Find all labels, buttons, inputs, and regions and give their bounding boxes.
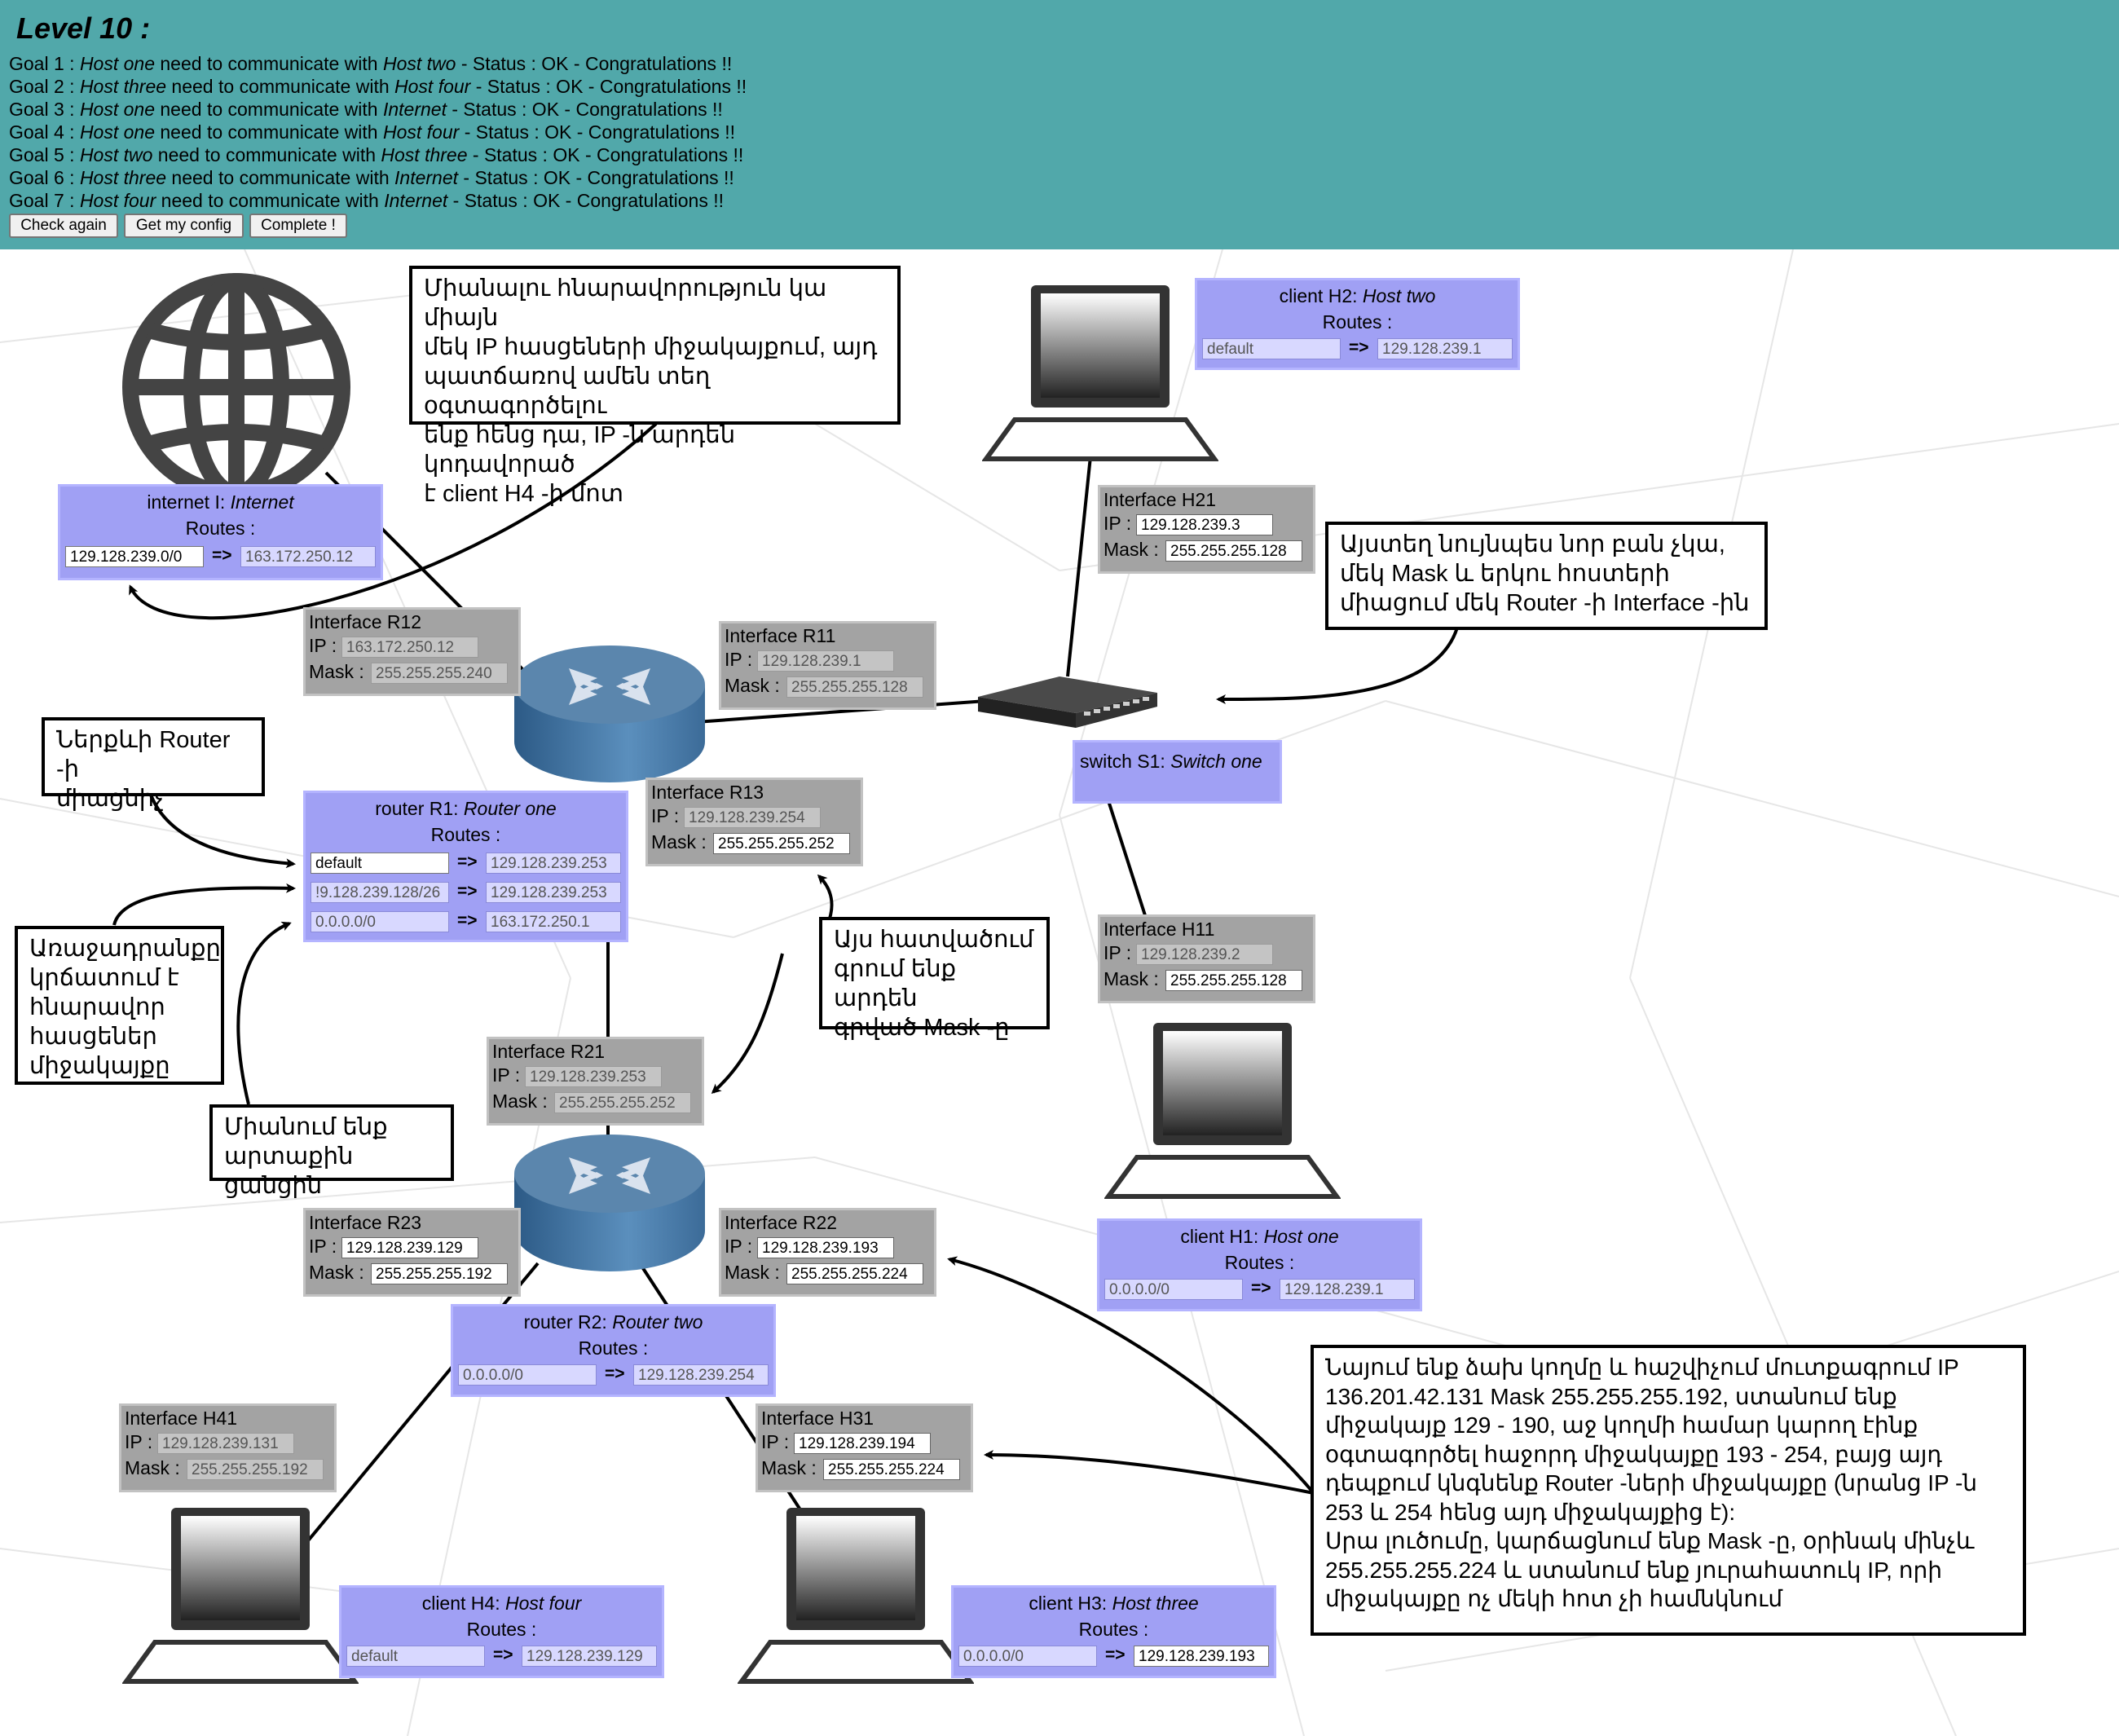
note-top-arrow — [129, 422, 658, 620]
note-router-connector: Ներքևի Router -ի միացնիչ — [42, 717, 265, 812]
level-header: Level 10 : Goal 1 : Host one need to com… — [0, 0, 2119, 249]
note-mask-written: Այս հատվածում գրում ենք արդեն գրված Mask… — [819, 917, 1050, 1041]
check-again-button[interactable]: Check again — [9, 214, 118, 238]
router-r2-node[interactable]: router R2: Router two Routes : 0.0.0.0/0… — [451, 1304, 776, 1397]
note-big-arrow-h31 — [984, 1450, 1315, 1495]
computer-icon — [738, 1508, 974, 1684]
route-destination-input[interactable]: 0.0.0.0/0 — [458, 1364, 597, 1386]
interface-r11[interactable]: Interface R11 IP : 129.128.239.1 Mask : … — [719, 621, 936, 710]
interface-h11[interactable]: Interface H11 IP : 129.128.239.2 Mask : … — [1098, 914, 1315, 1003]
mask-input[interactable]: 255.255.255.128 — [1165, 970, 1302, 991]
interface-r12[interactable]: Interface R12 IP : 163.172.250.12 Mask :… — [303, 607, 521, 696]
note-subnet-calculation: Նայում ենք ձախ կողմը և հաշվիչում մուտքագ… — [1311, 1345, 2026, 1636]
mask-input[interactable]: 255.255.255.224 — [786, 1263, 923, 1284]
goal-6: Goal 6 : Host three need to communicate … — [9, 167, 734, 188]
route-gateway-input[interactable]: 129.128.239.193 — [1134, 1646, 1269, 1667]
interface-r13[interactable]: Interface R13 IP : 129.128.239.254 Mask … — [645, 778, 863, 866]
route-gateway-input[interactable]: 163.172.250.12 — [240, 546, 376, 567]
ip-input[interactable]: 129.128.239.193 — [757, 1237, 894, 1258]
note-switch-arrow — [1216, 627, 1459, 705]
route-destination-input[interactable]: 0.0.0.0/0 — [1104, 1279, 1243, 1300]
client-h4-node[interactable]: client H4: Host four Routes : default =>… — [339, 1585, 664, 1678]
computer-icon — [982, 285, 1218, 461]
goal-1: Goal 1 : Host one need to communicate wi… — [9, 53, 733, 74]
mask-input[interactable]: 255.255.255.240 — [371, 663, 508, 684]
route-gateway-input[interactable]: 129.128.239.1 — [1377, 338, 1513, 359]
mask-input[interactable]: 255.255.255.192 — [187, 1459, 324, 1480]
route-gateway-input[interactable]: 129.128.239.254 — [633, 1364, 769, 1386]
interface-h31[interactable]: Interface H31 IP : 129.128.239.194 Mask … — [756, 1403, 973, 1492]
get-my-config-button[interactable]: Get my config — [124, 214, 244, 238]
route-destination-input[interactable]: 0.0.0.0/0 — [311, 911, 449, 932]
router-icon — [514, 1135, 705, 1271]
route-destination-input[interactable]: !9.128.239.128/26 — [311, 882, 449, 903]
route-destination-input[interactable]: default — [311, 853, 449, 874]
mask-input[interactable]: 255.255.255.224 — [823, 1459, 960, 1480]
client-h2-node[interactable]: client H2: Host two Routes : default => … — [1195, 278, 1520, 370]
note-external-arrow — [236, 921, 292, 1105]
ip-input[interactable]: 129.128.239.1 — [757, 650, 894, 672]
mask-input[interactable]: 255.255.255.128 — [1165, 540, 1302, 562]
goal-4: Goal 4 : Host one need to communicate wi… — [9, 121, 736, 143]
ip-input[interactable]: 129.128.239.129 — [341, 1237, 478, 1258]
interface-r23[interactable]: Interface R23 IP : 129.128.239.129 Mask … — [303, 1208, 521, 1297]
ip-input[interactable]: 129.128.239.3 — [1136, 514, 1273, 535]
ip-input[interactable]: 129.128.239.194 — [794, 1433, 931, 1454]
note-external-network: Միանում ենք արտաքին ցանցին — [209, 1104, 454, 1199]
mask-input[interactable]: 255.255.255.128 — [786, 676, 923, 698]
ip-input[interactable]: 129.128.239.254 — [684, 807, 821, 828]
route-gateway-input[interactable]: 129.128.239.253 — [486, 882, 621, 903]
globe-icon — [122, 273, 350, 501]
route-destination-input[interactable]: default — [1202, 338, 1341, 359]
goal-3: Goal 3 : Host one need to communicate wi… — [9, 99, 723, 120]
ip-input[interactable]: 163.172.250.12 — [341, 637, 478, 658]
link-switch-h2 — [1066, 456, 1092, 677]
note-big-arrow-r22 — [947, 1256, 1315, 1495]
goal-2: Goal 2 : Host three need to communicate … — [9, 76, 747, 97]
client-h1-node[interactable]: client H1: Host one Routes : 0.0.0.0/0 =… — [1097, 1218, 1422, 1311]
note-address-range: Առաջադրանքը կրճատում է հնարավոր հասցեներ… — [15, 926, 224, 1085]
switch-icon — [978, 676, 1157, 728]
complete-button[interactable]: Complete ! — [249, 214, 347, 238]
router-r1-node[interactable]: router R1: Router one Routes : default =… — [303, 791, 628, 942]
note-router-arrow — [149, 794, 296, 869]
goal-7: Goal 7 : Host four need to communicate w… — [9, 190, 725, 211]
mask-input[interactable]: 255.255.255.192 — [371, 1263, 508, 1284]
note-range-arrow — [112, 883, 296, 926]
computer-icon — [122, 1508, 359, 1684]
goal-5: Goal 5 : Host two need to communicate wi… — [9, 144, 744, 165]
mask-input[interactable]: 255.255.255.252 — [713, 833, 850, 854]
computer-icon — [1104, 1023, 1341, 1199]
note-mask-arrow-down — [711, 953, 784, 1094]
route-gateway-input[interactable]: 129.128.239.1 — [1280, 1279, 1415, 1300]
switch-s1-node[interactable]: switch S1: Switch one — [1073, 740, 1282, 804]
route-destination-input[interactable]: 129.128.239.0/0 — [65, 546, 204, 567]
route-destination-input[interactable]: default — [346, 1646, 485, 1667]
internet-node[interactable]: internet I: Internet Routes : 129.128.23… — [58, 484, 383, 580]
interface-r21[interactable]: Interface R21 IP : 129.128.239.253 Mask … — [487, 1037, 704, 1126]
interface-h41[interactable]: Interface H41 IP : 129.128.239.131 Mask … — [119, 1403, 337, 1492]
interface-r22[interactable]: Interface R22 IP : 129.128.239.193 Mask … — [719, 1208, 936, 1297]
interface-h21[interactable]: Interface H21 IP : 129.128.239.3 Mask : … — [1098, 485, 1315, 574]
route-gateway-input[interactable]: 129.128.239.253 — [486, 853, 621, 874]
route-gateway-input[interactable]: 129.128.239.129 — [522, 1646, 657, 1667]
note-single-range: Միանալու հնարավորություն կա միայն մեկ IP… — [409, 266, 901, 507]
ip-input[interactable]: 129.128.239.131 — [157, 1433, 294, 1454]
note-switch: Այստեղ նույնպես նոր բան չկա, մեկ Mask և … — [1325, 522, 1768, 630]
client-h3-node[interactable]: client H3: Host three Routes : 0.0.0.0/0… — [951, 1585, 1276, 1678]
level-title: Level 10 : — [16, 11, 151, 45]
route-gateway-input[interactable]: 163.172.250.1 — [486, 911, 621, 932]
ip-input[interactable]: 129.128.239.253 — [525, 1066, 662, 1087]
mask-input[interactable]: 255.255.255.252 — [554, 1092, 691, 1113]
route-destination-input[interactable]: 0.0.0.0/0 — [958, 1646, 1097, 1667]
router-icon — [514, 645, 705, 782]
ip-input[interactable]: 129.128.239.2 — [1136, 944, 1273, 965]
